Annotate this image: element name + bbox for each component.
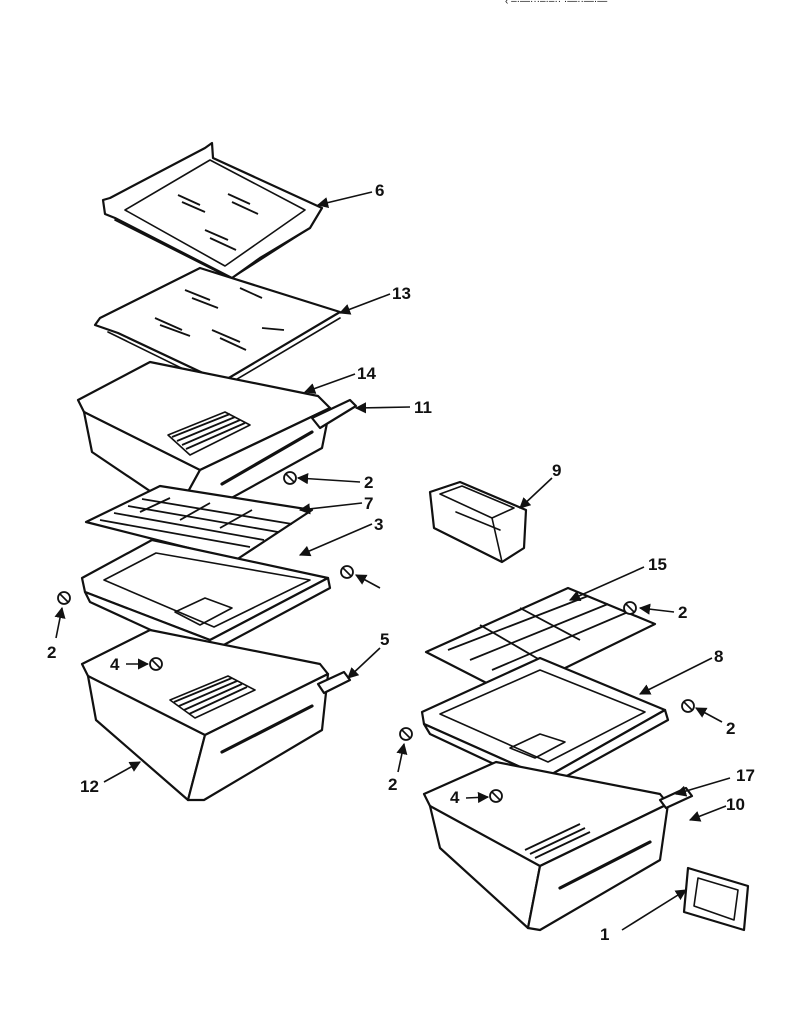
callout-7: 7 [364, 494, 373, 513]
leader-3 [298, 523, 373, 557]
callout-14: 14 [357, 364, 376, 383]
part-5-drawer-trim [316, 670, 352, 695]
wire-grid-lines [447, 595, 629, 671]
leader-lines [54, 191, 731, 931]
fastener-part-2-f [399, 727, 413, 741]
callout-2-right-upper: 2 [678, 603, 687, 622]
callout-5: 5 [380, 630, 389, 649]
fastener-part-2-d [623, 601, 637, 615]
drawer-floor-grille [173, 677, 248, 715]
part-8-shelf-frame [420, 656, 670, 790]
fastener-part-2-e [681, 699, 695, 713]
fastener-part-2-a [283, 471, 297, 485]
callout-2-right-mid: 2 [726, 719, 735, 738]
leader-1 [621, 889, 687, 931]
fastener-part-2-c [57, 591, 71, 605]
leader-8 [638, 657, 713, 695]
leader-10 [688, 805, 727, 822]
part-7-wire-grid-shelf [84, 484, 314, 562]
leader-6 [316, 191, 373, 209]
callout-4-left: 4 [110, 655, 120, 674]
callout-11: 11 [414, 398, 432, 417]
leader-13 [338, 293, 391, 315]
callout-13: 13 [392, 284, 411, 303]
callout-labels: 6 13 14 11 2 7 3 2 5 4 12 9 15 2 8 2 2 1… [47, 181, 755, 944]
callout-6: 6 [375, 181, 384, 200]
leader-5 [347, 647, 381, 679]
callout-4-right: 4 [450, 788, 460, 807]
leader-2f [396, 742, 408, 773]
part-10-crisper-drawer [422, 760, 670, 932]
leader-2a [296, 473, 361, 485]
part-1-label-plate [682, 866, 750, 932]
leader-2b [355, 574, 381, 589]
leader-15 [568, 566, 645, 602]
cropped-header-text: ‹ –·—···–·–·· ·—··—·— [505, 0, 607, 7]
leader-2c [54, 606, 66, 639]
callout-9: 9 [552, 461, 561, 480]
leader-14 [303, 373, 356, 394]
part-12-crisper-drawer [80, 628, 330, 802]
callout-17: 17 [736, 766, 755, 785]
callout-1: 1 [600, 925, 609, 944]
leader-12 [103, 761, 141, 783]
leader-4b [465, 791, 490, 804]
drawer-floor-grille [171, 413, 246, 450]
glass-reflection-marks [154, 287, 285, 351]
fastener-part-4-a [149, 657, 163, 671]
glass-reflection-marks [177, 193, 259, 251]
leader-9 [519, 477, 553, 509]
leader-2e [695, 707, 723, 723]
callout-8: 8 [714, 647, 723, 666]
leader-11 [354, 402, 411, 414]
drawer-floor-grille [524, 823, 591, 859]
callout-15: 15 [648, 555, 667, 574]
wire-grid-lines [99, 497, 293, 548]
fastener-part-4-b [489, 789, 503, 803]
part-9-door-bin [428, 480, 528, 564]
callout-2-upper: 2 [364, 473, 373, 492]
part-6-shelf-frame [101, 141, 324, 280]
leader-7 [298, 502, 363, 515]
leader-2d [638, 603, 675, 615]
callout-12: 12 [80, 777, 99, 796]
callout-2-left: 2 [47, 643, 56, 662]
leader-17 [674, 777, 731, 797]
part-15-wire-grid-shelf [424, 586, 657, 697]
callout-10: 10 [726, 795, 745, 814]
fastener-part-2-b [340, 565, 354, 579]
part-13-glass-shelf [93, 266, 342, 389]
callout-3: 3 [374, 515, 383, 534]
part-3-shelf-frame [80, 538, 332, 657]
part-14-crisper-drawer [76, 360, 332, 514]
callout-2-right-left: 2 [388, 775, 397, 794]
